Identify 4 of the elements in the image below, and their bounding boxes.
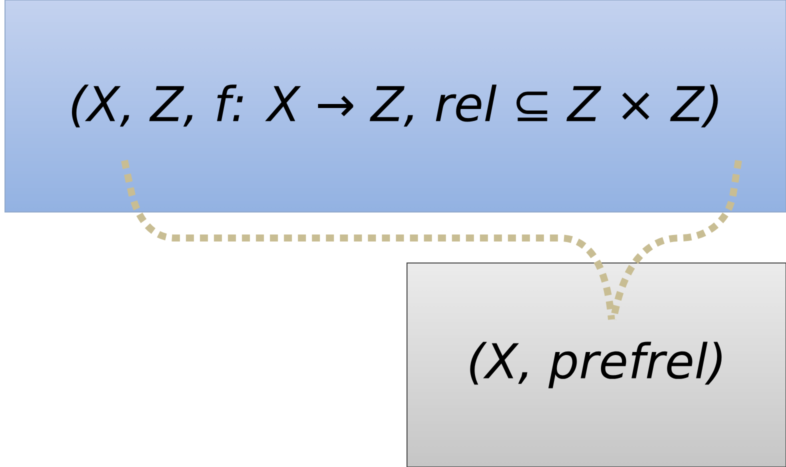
tuple-box: (X, prefrel)	[406, 262, 786, 467]
tuple-box: (X, Z, f: X → Z, rel ⊆ Z × Z)	[4, 0, 786, 212]
dotted-connector	[121, 160, 615, 320]
dotted-connector	[610, 160, 742, 320]
